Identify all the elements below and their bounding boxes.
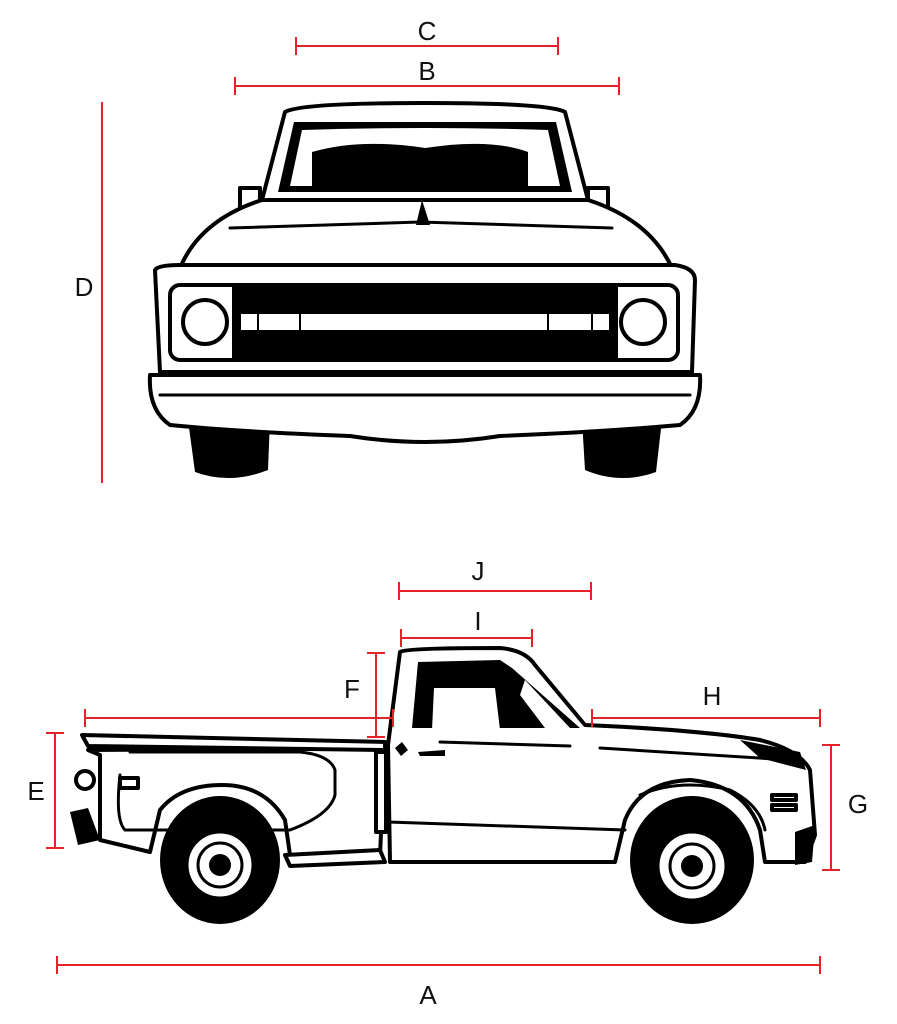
dimension-bed-length — [84, 709, 394, 727]
truck-bed — [86, 746, 387, 857]
label-b: B — [418, 56, 435, 86]
label-h: H — [703, 681, 722, 711]
dimension-c: C — [295, 16, 559, 55]
dimension-i: I — [400, 606, 533, 647]
rear-wheel — [160, 796, 280, 924]
front-bumper — [147, 373, 703, 444]
label-e: E — [27, 776, 44, 806]
label-d: D — [75, 272, 94, 302]
dimension-e: E — [27, 732, 64, 849]
label-f: F — [344, 674, 360, 704]
label-a: A — [419, 980, 437, 1010]
label-i: I — [474, 606, 481, 636]
side-view-truck — [70, 646, 817, 924]
front-wheel — [630, 796, 754, 924]
label-c: C — [418, 16, 437, 46]
dimension-g: G — [822, 744, 868, 871]
dimension-b: B — [234, 56, 620, 95]
door-handle — [395, 742, 408, 756]
rear-bumper — [70, 808, 100, 845]
label-g: G — [848, 789, 868, 819]
label-j: J — [472, 556, 485, 586]
left-headlight — [181, 298, 229, 346]
dimension-d: D — [75, 102, 103, 483]
right-headlight — [619, 298, 667, 346]
front-bumper-side — [795, 825, 815, 865]
side-window — [432, 688, 500, 730]
hood — [178, 198, 674, 270]
bed-rail — [80, 733, 387, 752]
step — [283, 848, 387, 868]
dimension-a: A — [56, 956, 821, 1010]
dimension-j: J — [398, 556, 592, 600]
front-right-tire — [582, 420, 662, 479]
front-left-tire — [188, 420, 270, 479]
dimension-f: F — [344, 652, 385, 738]
front-view-truck — [147, 101, 703, 479]
tail-light — [74, 769, 96, 791]
dimension-h: H — [591, 681, 821, 727]
